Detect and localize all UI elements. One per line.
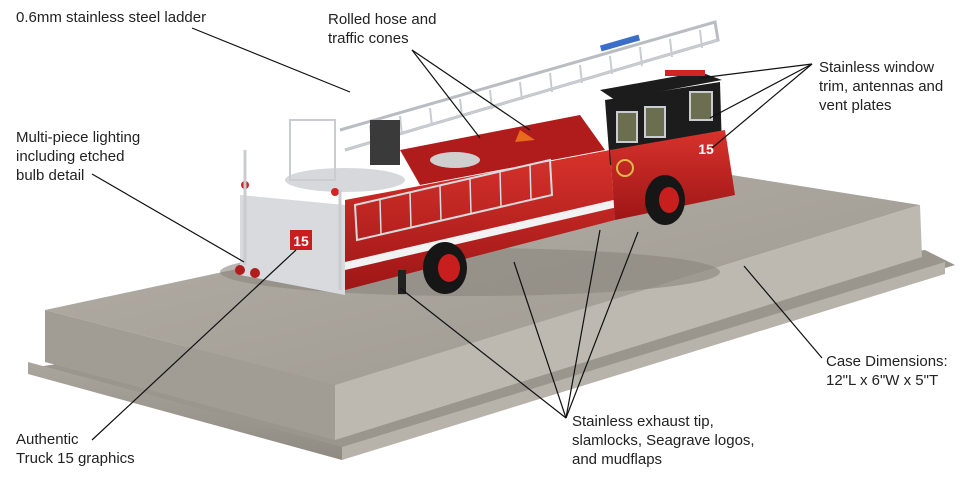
case-platform-side-right	[335, 205, 922, 440]
wheels	[398, 175, 685, 294]
line-window-3	[711, 63, 813, 149]
line-lighting	[91, 173, 245, 263]
line-exhaust-1	[399, 287, 567, 419]
line-case	[743, 265, 823, 359]
callout-window-line-3: vent plates	[819, 97, 892, 114]
cab-window-2	[644, 106, 666, 138]
callout-lighting-line-3: bulb detail	[16, 167, 85, 184]
callout-case-line-1: Case Dimensions:	[826, 353, 948, 370]
callout-exhaust-line-1: Stainless exhaust tip,	[572, 413, 714, 430]
callout-case: Case Dimensions: 12"L x 6"W x 5"T	[826, 352, 948, 390]
callout-hose: Rolled hose and traffic cones	[328, 10, 436, 48]
truck-rear	[235, 150, 345, 295]
callout-ladder: 0.6mm stainless steel ladder	[16, 8, 206, 27]
line-hose-2	[411, 49, 531, 131]
callout-window-line-2: trim, antennas and	[819, 78, 944, 95]
cab-window-1	[616, 111, 638, 143]
callout-lighting-line-1: Multi-piece lighting	[16, 129, 141, 146]
callout-graphics-line-1: Authentic	[16, 431, 79, 448]
line-exhaust-4	[565, 231, 639, 419]
rear-number-plate	[290, 230, 312, 250]
case-front-face-right	[342, 262, 945, 460]
callout-hose-line-1: Rolled hose and	[328, 11, 437, 28]
compartment-ladders	[353, 158, 554, 242]
callout-hose-line-2: traffic cones	[328, 30, 409, 47]
cab-truck-number: 15	[698, 141, 714, 157]
rear-truck-number: 15	[293, 233, 309, 249]
cab-window-3	[689, 91, 713, 121]
traffic-cone	[515, 130, 535, 142]
mudflap	[398, 270, 406, 294]
line-window-2	[709, 63, 813, 119]
line-exhaust-3	[565, 229, 601, 419]
callout-lines	[91, 27, 823, 441]
callout-window-line-1: Stainless window	[819, 59, 935, 76]
body-side	[345, 150, 615, 290]
line-hose-1	[411, 49, 481, 139]
callout-case-line-2: 12"L x 6"W x 5"T	[826, 372, 939, 389]
turntable	[285, 119, 405, 192]
callout-ladder-line-1: 0.6mm stainless steel ladder	[16, 9, 207, 26]
callout-exhaust-line-2: slamlocks, Seagrave logos,	[572, 432, 755, 449]
line-window-1	[699, 63, 813, 79]
case-front-face-left	[28, 362, 342, 460]
cab-lower	[610, 130, 735, 220]
callout-graphics: Authentic Truck 15 graphics	[16, 430, 135, 468]
callout-exhaust: Stainless exhaust tip, slamlocks, Seagra…	[572, 412, 755, 469]
callout-graphics-line-2: Truck 15 graphics	[16, 450, 135, 467]
line-graphics	[91, 249, 297, 441]
cab-emblem	[616, 159, 634, 177]
callout-window: Stainless window trim, antennas and vent…	[819, 58, 943, 115]
line-exhaust-2	[513, 261, 567, 419]
callout-lighting-line-2: including etched	[16, 148, 125, 165]
callout-exhaust-line-3: and mudflaps	[572, 451, 663, 468]
line-ladder	[191, 27, 351, 93]
case-platform-side-left	[45, 310, 335, 440]
cab-roof	[600, 72, 722, 100]
truck-cab	[600, 70, 735, 220]
callout-lighting: Multi-piece lighting including etched bu…	[16, 128, 140, 185]
rolled-hose	[430, 152, 480, 168]
